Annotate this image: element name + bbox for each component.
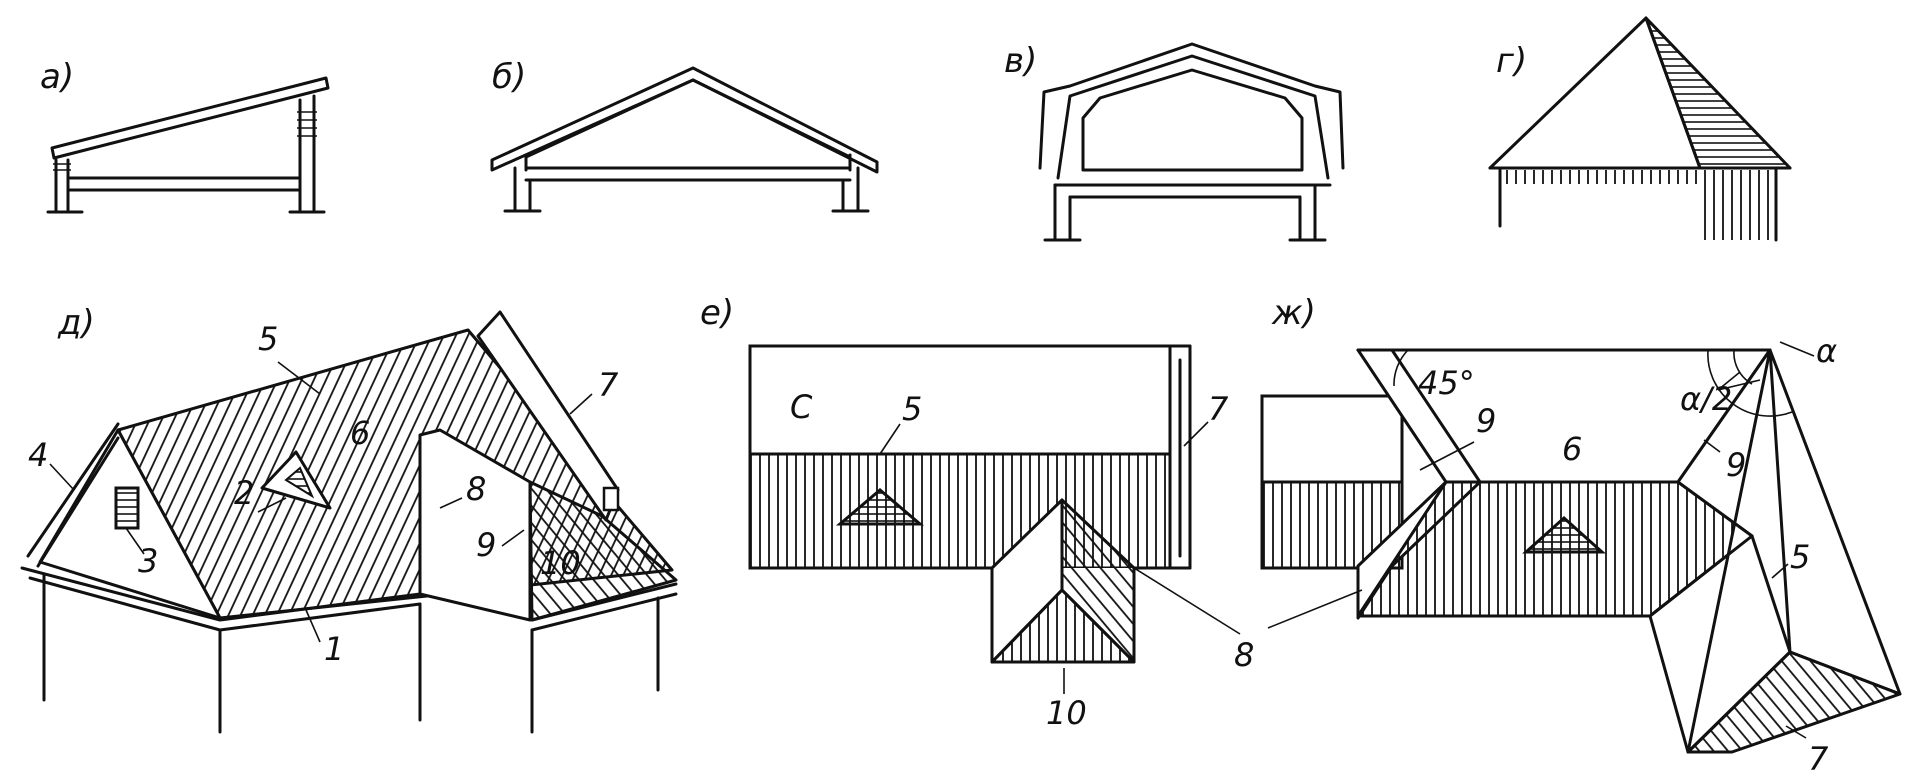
- panel-e-leaders: [879, 421, 1241, 694]
- gable-louvre: [114, 486, 140, 530]
- panel-a-label: а): [40, 57, 74, 97]
- plan-dormer: [835, 488, 925, 526]
- lean-to-roof-slab: [50, 76, 330, 160]
- main-eave: [20, 566, 422, 622]
- angle-45-label: 45°: [1418, 364, 1475, 402]
- right-wing-end-slope: [1686, 650, 1902, 754]
- attic-room: [1081, 68, 1304, 172]
- callout-8: 8: [466, 470, 486, 508]
- ridge-end-cap: [602, 486, 620, 512]
- panel-v-label: в): [1004, 41, 1037, 81]
- plan-callout-6: 6: [1562, 430, 1582, 468]
- alpha-label: α: [1816, 332, 1837, 370]
- panel-zh-label: ж): [1271, 293, 1316, 333]
- panel-a-lean-to-roof: а): [40, 57, 330, 214]
- mansard-outer: [1038, 42, 1345, 170]
- wing-eave: [530, 582, 678, 622]
- panel-e-roof-plan: е) С 5 7 8 10: [700, 293, 1254, 732]
- panel-g-tent-roof: г): [1488, 16, 1792, 242]
- wing-end-slope: [990, 588, 1136, 664]
- callout-2: 2: [234, 474, 254, 512]
- barge-board-inner: [36, 436, 120, 568]
- callout-3: 3: [138, 542, 158, 580]
- dormer-face: [284, 466, 315, 499]
- plan-callout-9-right: 9: [1726, 446, 1746, 484]
- plan-callout-10: 10: [1046, 694, 1087, 732]
- gable-roof-outer: [490, 66, 879, 174]
- wing-roof-slope: [528, 480, 678, 622]
- panel-e-label: е): [700, 293, 734, 333]
- panel-b-label: б): [492, 57, 526, 97]
- plan-callout-9-left: 9: [1476, 402, 1496, 440]
- callout-9: 9: [476, 526, 496, 564]
- panel-zh-leaders: [1267, 341, 1815, 739]
- callout-7: 7: [598, 366, 619, 404]
- plan-callout-7: 7: [1808, 740, 1829, 773]
- right-wing-outer-slope: [1768, 348, 1902, 696]
- support-posts: [42, 572, 660, 734]
- wing-eave-inner: [530, 592, 678, 632]
- panel-d-label: д): [57, 303, 95, 343]
- callout-1: 1: [324, 630, 344, 668]
- plan-callout-7: 7: [1208, 390, 1229, 428]
- plan-upper-slope: [748, 344, 1172, 456]
- front-wall-hatch: [1500, 170, 1700, 184]
- callout-4: 4: [28, 436, 48, 474]
- plan-callout-8: 8: [1234, 636, 1254, 674]
- callout-10: 10: [540, 544, 581, 582]
- angle-arc-45: [1393, 349, 1409, 387]
- panel-d-leaders: [49, 361, 593, 643]
- callout-5: 5: [258, 320, 278, 358]
- alpha-half-label: α/2: [1680, 380, 1732, 418]
- plan-dormer-zh: [1522, 515, 1606, 554]
- panel-b-gable-roof: б): [490, 57, 879, 213]
- mansard-inner: [1056, 54, 1330, 180]
- annex-upper: [1260, 394, 1404, 484]
- panel-d-perspective-roof: д): [20, 303, 678, 734]
- plan-letter: С: [790, 388, 813, 426]
- wing-edge: [1648, 614, 1690, 754]
- vent-marks: [53, 111, 317, 171]
- plan-callout-5: 5: [1790, 538, 1810, 576]
- hip-line: [1648, 534, 1754, 618]
- angle-arc-alpha: [1707, 349, 1793, 417]
- panel-g-label: г): [1496, 41, 1527, 81]
- plan-callout-5: 5: [902, 390, 922, 428]
- truss-rafter-left: [524, 78, 695, 159]
- panel-zh-hip-roof-plan: ж) 45° α α/2: [1260, 293, 1902, 773]
- side-wall-hatch: [1700, 170, 1776, 240]
- truss-rafter-right: [691, 78, 852, 159]
- callout-6: 6: [350, 414, 370, 452]
- panel-v-mansard-roof: в): [1004, 41, 1345, 242]
